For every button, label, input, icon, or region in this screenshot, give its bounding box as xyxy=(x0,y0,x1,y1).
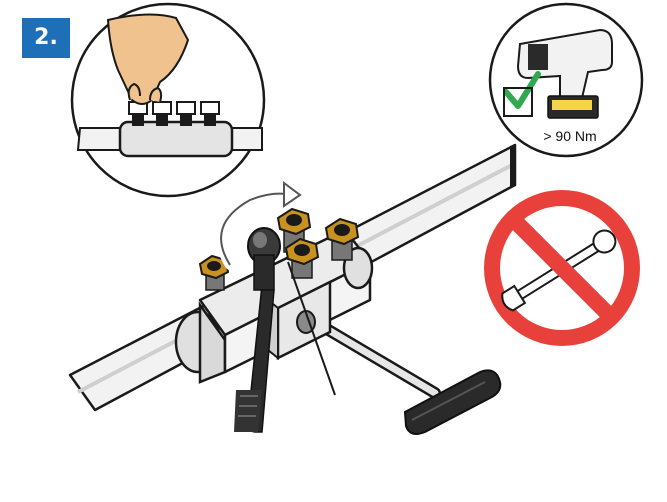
step-number-badge: 2. xyxy=(22,18,70,58)
hand-tightening-inset xyxy=(72,4,264,196)
torque-requirement-label: > 90 Nm xyxy=(528,128,612,144)
t-handle-tool-icon xyxy=(320,325,500,434)
inset-pipe xyxy=(78,122,262,156)
no-open-wrench-sign xyxy=(492,198,632,338)
